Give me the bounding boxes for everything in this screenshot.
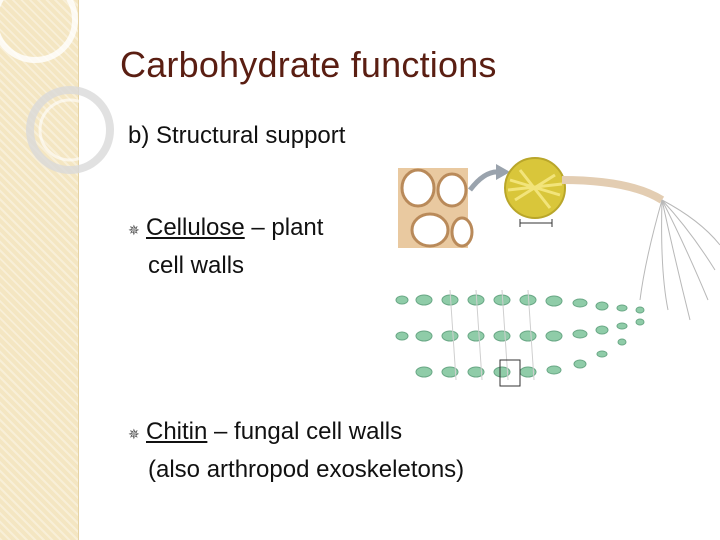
bullet-term-chitin: Chitin [146,418,208,445]
cellulose-fiber-ball [504,157,566,219]
diamond-bullet-icon: ✵ [128,426,140,442]
bullet-text-chitin: – fungal cell walls [207,418,403,445]
arrow-icon [468,169,501,192]
bullet-term-cellulose: Cellulose [146,214,245,241]
microfibril-strands [639,199,720,321]
cellulose-fiber-diagram [395,157,720,387]
selection-box [499,359,521,387]
bullet-text-chitin-line2: (also arthropod exoskeletons) [148,456,465,483]
chain-bonds [449,289,535,381]
bullet-text-cellulose-line2: cell walls [148,252,245,279]
plant-cell-wall-image [398,168,474,248]
bullet-text-cellulose: – plant [244,214,324,241]
bullet-cellulose: ✵ Cellulose – plant cell walls [128,210,323,284]
slide-subtitle: b) Structural support [128,122,346,149]
diamond-bullet-icon: ✵ [128,222,140,238]
slide-title: Carbohydrate functions [120,44,497,85]
decorative-rings [0,0,114,174]
glucose-chains [395,294,645,378]
bullet-chitin: ✵ Chitin – fungal cell walls (also arthro… [128,414,464,488]
